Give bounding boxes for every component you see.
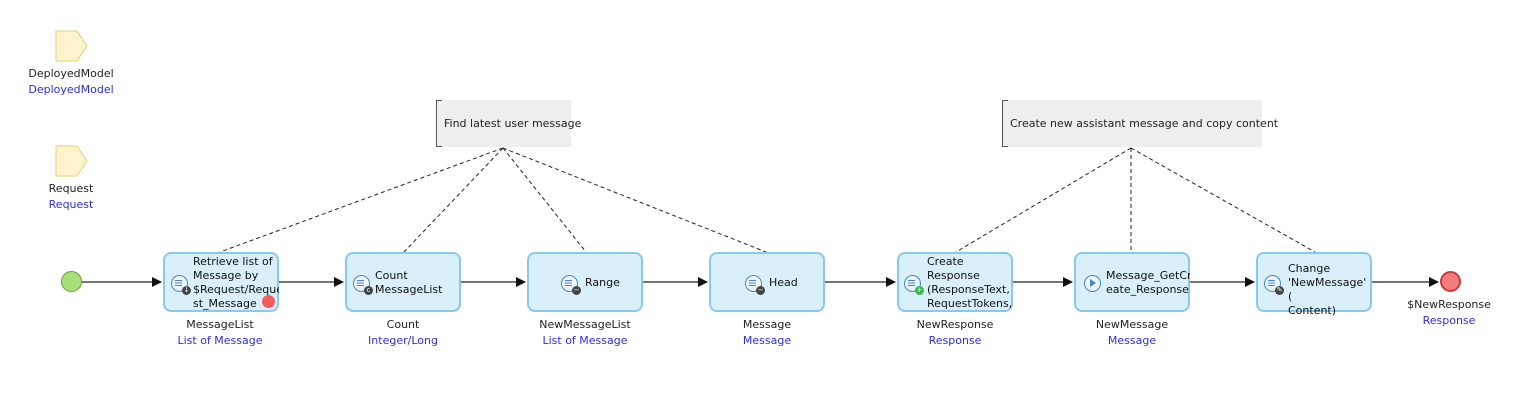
- output-variable-name: NewResponse: [916, 318, 994, 331]
- output-variable-type: List of Message: [542, 334, 628, 347]
- annotation-note[interactable]: Create new assistant message and copy co…: [1002, 100, 1278, 147]
- parameter-type: Request: [48, 198, 94, 211]
- activity-label: Range: [585, 276, 620, 289]
- return-value-type: Response: [1422, 314, 1476, 327]
- output-variable-name: NewMessageList: [539, 318, 631, 331]
- list-operation-activity[interactable]: − Range: [527, 252, 643, 312]
- microflow-call-activity[interactable]: Message_GetCr eate_Response: [1074, 252, 1190, 312]
- activity-label: Head: [769, 276, 798, 289]
- output-variable-type: Message: [1107, 334, 1157, 347]
- annotation-text: Create new assistant message and copy co…: [1010, 117, 1279, 130]
- annotation-bracket: [436, 100, 442, 147]
- output-variable-name: NewMessage: [1095, 318, 1169, 331]
- annotation-connector: [502, 147, 767, 253]
- activity-label: Retrieve list of Message by $Request/Req…: [193, 255, 279, 310]
- parameter-icon[interactable]: [55, 145, 89, 177]
- return-value-name: $NewResponse: [1407, 298, 1491, 311]
- retrieve-icon: ↓: [171, 275, 191, 295]
- parameter-name: Request: [48, 182, 94, 195]
- parameter-name: DeployedModel: [28, 67, 114, 80]
- activity-label: Create Response (ResponseText, RequestTo…: [927, 255, 1013, 310]
- start-event[interactable]: [61, 271, 82, 292]
- error-indicator-icon: [262, 295, 275, 308]
- parameter-icon[interactable]: [55, 30, 89, 62]
- create-object-activity[interactable]: + Create Response (ResponseText, Request…: [897, 252, 1013, 312]
- annotation-connector: [219, 147, 504, 253]
- annotation-connector: [1130, 147, 1316, 253]
- output-variable-name: Message: [742, 318, 792, 331]
- end-event[interactable]: [1440, 271, 1461, 292]
- annotation-connector: [403, 147, 504, 253]
- activity-label: Change 'NewMessage' ( Content): [1288, 262, 1367, 317]
- microflow-call-icon: [1084, 275, 1101, 292]
- create-object-icon: +: [904, 275, 924, 295]
- parameter-type: DeployedModel: [28, 83, 114, 96]
- output-variable-name: MessageList: [186, 318, 254, 331]
- output-variable-name: Count: [386, 318, 420, 331]
- activity-label: Count MessageList: [375, 269, 443, 296]
- output-variable-type: Response: [928, 334, 982, 347]
- activity-label: Message_GetCr eate_Response: [1106, 269, 1190, 296]
- annotation-connector: [502, 147, 587, 253]
- annotation-text: Find latest user message: [444, 117, 582, 130]
- annotation-note[interactable]: Find latest user message: [436, 100, 581, 147]
- change-object-icon: ✎: [1264, 275, 1284, 295]
- annotation-bracket: [1002, 100, 1008, 147]
- change-object-activity[interactable]: ✎ Change 'NewMessage' ( Content): [1256, 252, 1372, 317]
- output-variable-type: List of Message: [177, 334, 263, 347]
- list-operation-icon: −: [561, 275, 581, 295]
- list-operation-icon: −: [745, 275, 765, 295]
- output-variable-type: Message: [742, 334, 792, 347]
- aggregate-icon: c: [353, 275, 373, 295]
- list-operation-activity[interactable]: − Head: [709, 252, 825, 312]
- aggregate-list-activity[interactable]: c Count MessageList: [345, 252, 461, 312]
- annotation-connector: [955, 147, 1132, 253]
- output-variable-type: Integer/Long: [368, 334, 438, 347]
- retrieve-activity[interactable]: ↓ Retrieve list of Message by $Request/R…: [163, 252, 279, 312]
